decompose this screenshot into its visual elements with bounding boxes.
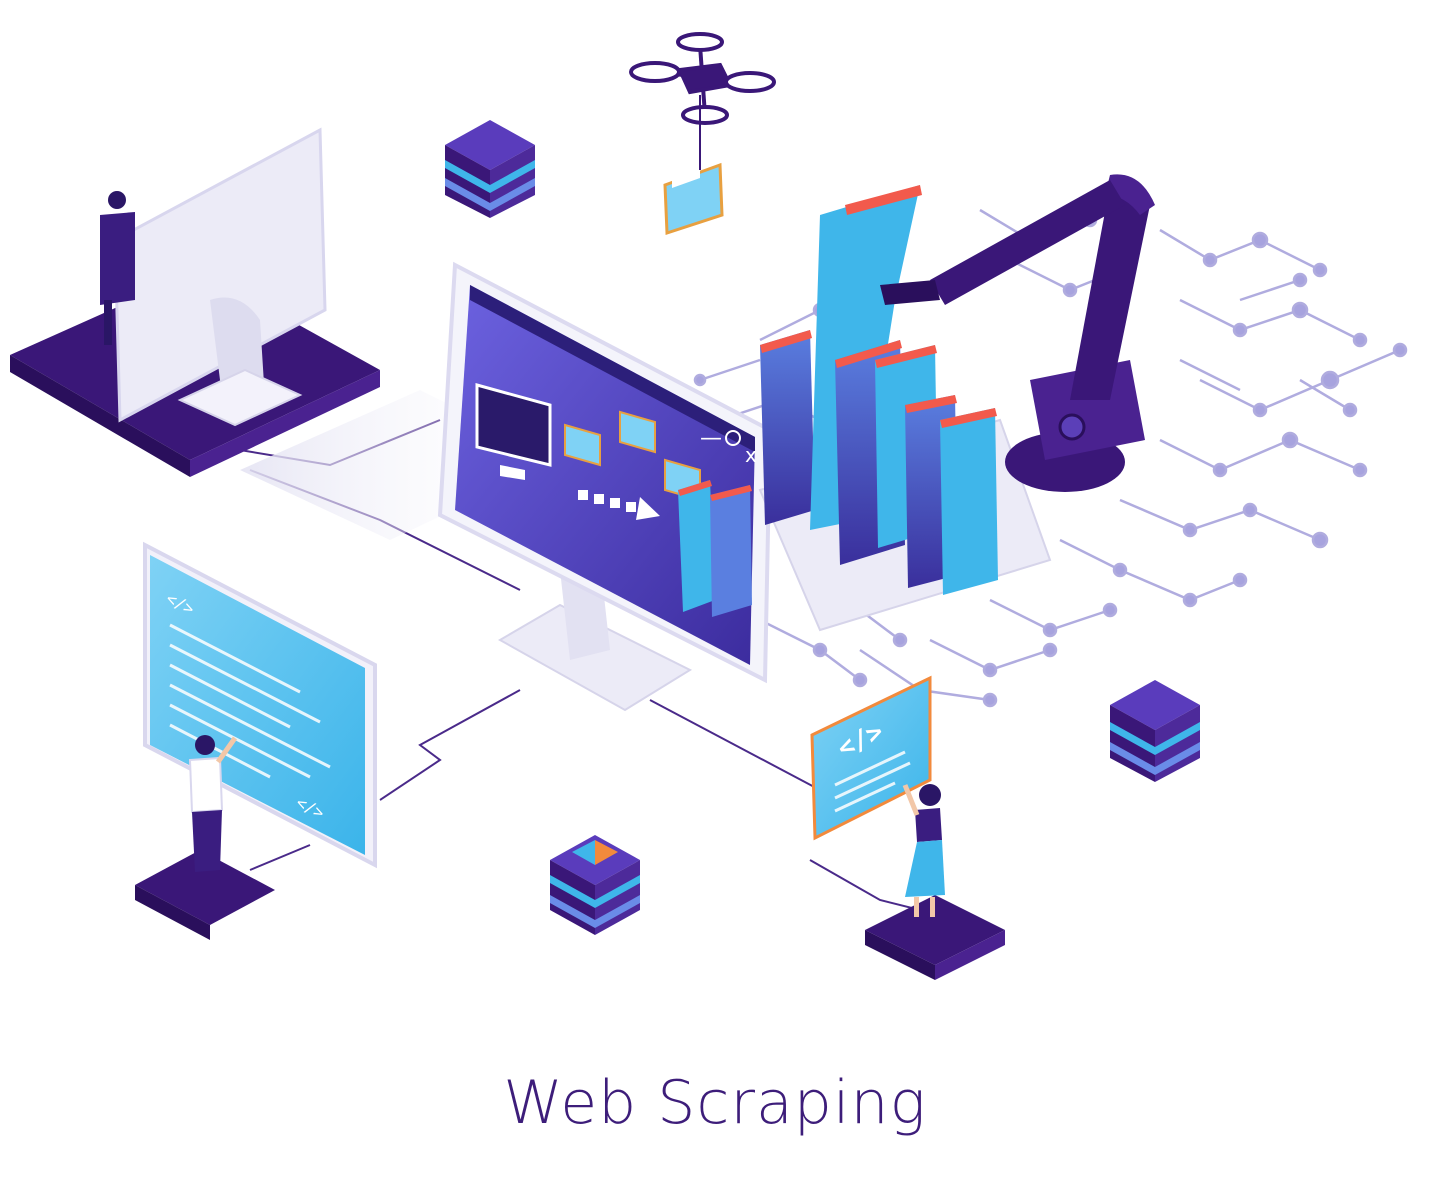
data-cube-icon [445,120,535,218]
monitor-icon [113,127,327,427]
data-cube-icon [1110,680,1200,782]
server-rack-icon [758,185,1052,632]
web-scraping-illustration: — x [10,32,1408,980]
folder-icon [663,162,724,236]
code-panel-icon: </> </> [143,541,377,869]
person-icon [865,784,1005,980]
person-icon [100,191,135,345]
code-panel-icon: </> [810,675,932,841]
central-monitor: — x [437,261,773,712]
arrow-icon [578,490,660,520]
robot-arm-icon [880,174,1155,492]
data-cube-icon [550,835,640,935]
person-icon [135,735,275,940]
drone-icon [629,32,776,170]
minimize-button-glyph: — [700,426,722,451]
caption-title: Web Scraping [503,1068,927,1138]
close-button-glyph: x [745,443,757,467]
